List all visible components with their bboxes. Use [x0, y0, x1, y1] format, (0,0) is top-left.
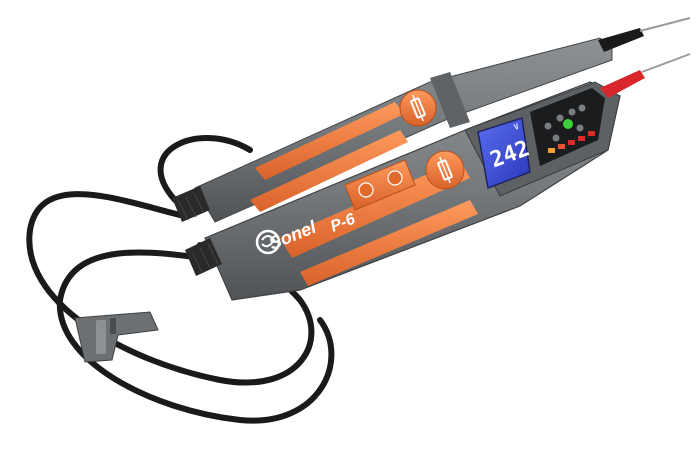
lamp-icon — [410, 94, 426, 122]
led-indicator-panel — [530, 88, 605, 166]
lamp-icon — [437, 156, 453, 184]
function-button-1[interactable] — [358, 182, 374, 198]
cable-plug — [74, 311, 159, 363]
strain-relief-upper — [172, 186, 210, 222]
display-unit: V — [513, 122, 521, 132]
tester-main-body: 242 V Sonel P-6 — [185, 53, 691, 301]
function-button-2[interactable] — [387, 170, 403, 186]
probe-handle-upper — [172, 17, 691, 223]
strain-relief-lower — [185, 238, 222, 276]
lcd-display: 242 V — [477, 117, 533, 190]
